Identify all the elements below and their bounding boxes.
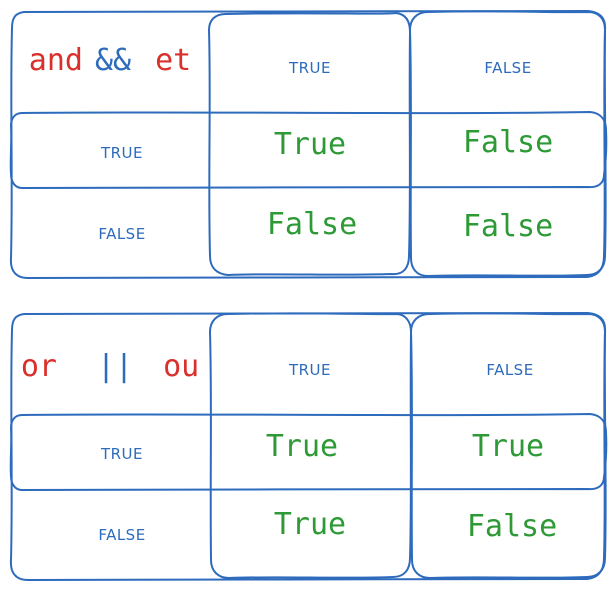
and-value-false-true: False <box>266 206 358 242</box>
and-row-header-true: TRUE <box>100 144 144 162</box>
and-value-false-false: False <box>462 208 554 244</box>
operator-french: ou <box>163 348 200 384</box>
and-operator-label: and && et <box>12 28 208 92</box>
and-value-true-true: True <box>273 126 347 162</box>
and-truth-table: and && et TRUE FALSE TRUE FALSE True Fal… <box>0 0 616 280</box>
operator-word: or <box>20 348 57 384</box>
and-row-header-false: FALSE <box>98 225 146 243</box>
operator-symbol: || <box>96 348 134 384</box>
or-value-true-true: True <box>265 428 339 464</box>
or-row-header-true: TRUE <box>100 445 144 463</box>
operator-symbol: && <box>94 42 132 78</box>
and-col-header-true: TRUE <box>288 59 332 77</box>
or-value-true-false: True <box>471 428 545 464</box>
or-value-false-false: False <box>466 508 558 544</box>
or-col-header-true: TRUE <box>288 361 332 379</box>
operator-french: et <box>155 42 192 78</box>
or-row-header-false: FALSE <box>98 526 146 544</box>
or-col-header-false: FALSE <box>486 361 534 379</box>
and-col-header-false: FALSE <box>484 59 532 77</box>
or-operator-label: or || ou <box>12 334 208 398</box>
operator-word: and <box>28 42 83 78</box>
or-table-frame <box>9 312 608 581</box>
and-value-true-false: False <box>462 124 554 160</box>
and-table-frame <box>9 10 608 279</box>
or-truth-table: or || ou TRUE FALSE TRUE FALSE True True… <box>0 302 616 582</box>
or-value-false-true: True <box>273 506 347 542</box>
